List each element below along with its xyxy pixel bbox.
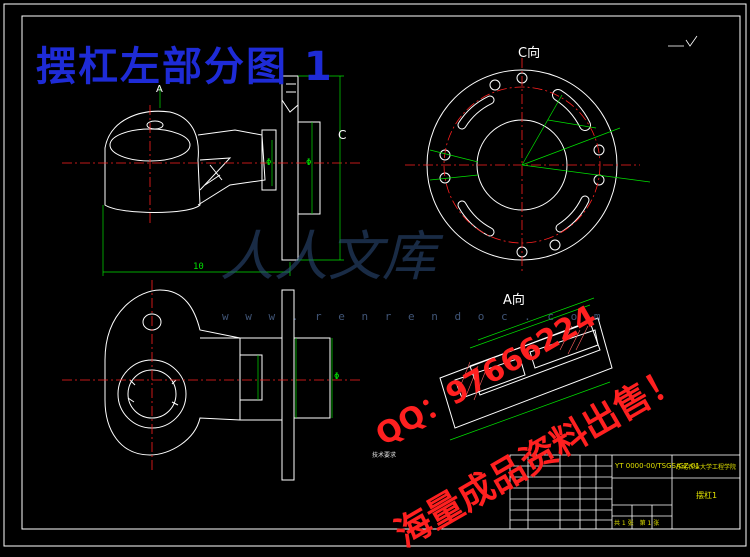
front-width-dimension: 10: [193, 262, 204, 272]
title-block-sheet: 共 1 张 第 1 张: [614, 520, 660, 527]
front-view-dimensions: [102, 75, 344, 276]
a-view-label: A向: [503, 293, 525, 308]
watermark-url: w w w . r e n r e n d o c . c o m: [222, 310, 606, 323]
banner-title: 摆杠左部分图 1: [36, 44, 334, 90]
dimension-d3: Φ: [334, 372, 340, 382]
roughness-symbol: [668, 35, 698, 47]
title-block-drawing-number: YT 0000-00/TSGS/GZ-01: [615, 462, 700, 470]
c-view-label: C向: [518, 46, 541, 61]
section-c-marker: C: [338, 128, 347, 142]
top-view-dimensions: [257, 338, 333, 418]
watermark-chinese: 人人文库: [220, 225, 436, 288]
technical-notes-header: 技术要求: [372, 452, 397, 459]
a-view-hatch: [457, 325, 589, 401]
title-block-part-name: 摆杠1: [696, 491, 718, 500]
dimension-d1: Φ: [266, 158, 272, 168]
c-view-dimensions: [429, 94, 651, 183]
sheet-border-outer: [3, 3, 747, 547]
section-a-marker: A: [156, 84, 163, 95]
front-view-centerlines: [62, 105, 360, 225]
top-view-centerlines: [62, 280, 360, 470]
sheet-border-inner: [21, 15, 741, 530]
title-block: [509, 454, 741, 530]
a-view-dimensions: [449, 297, 611, 441]
dimension-d2: Φ: [306, 158, 312, 168]
a-view: [439, 317, 613, 429]
title-block-university: 东北农业大学工程学院: [676, 464, 737, 471]
